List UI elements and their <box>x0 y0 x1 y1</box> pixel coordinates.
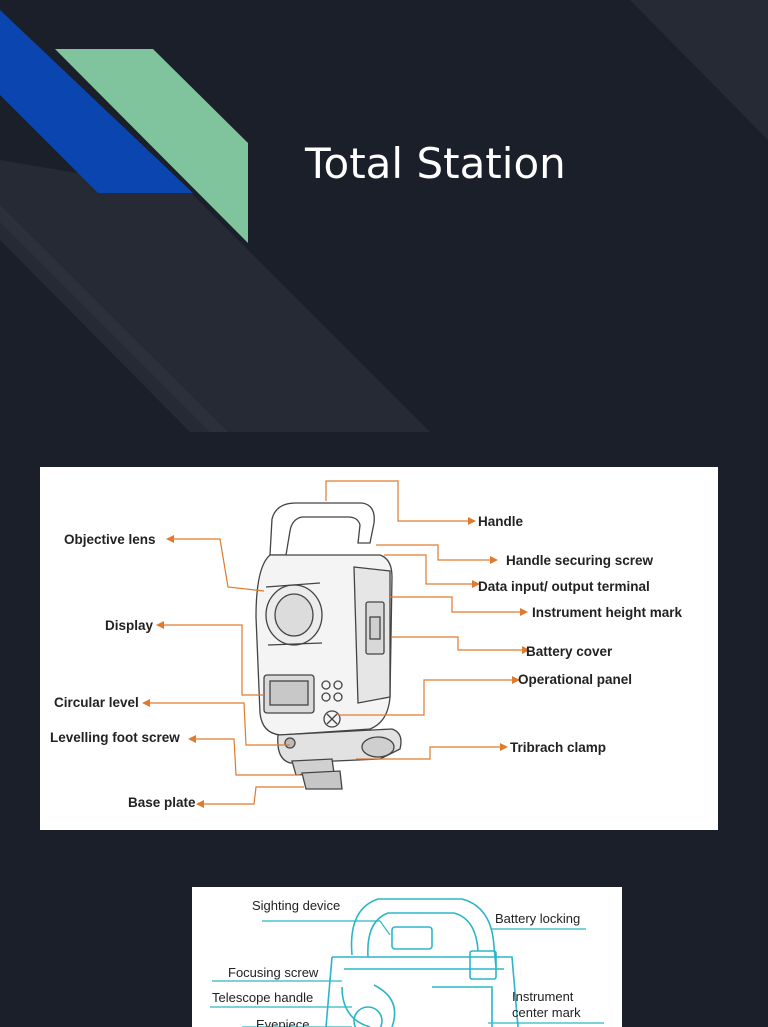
total-station-drawing <box>142 480 530 808</box>
label-instrument-height-mark: Instrument height mark <box>532 605 683 620</box>
total-station-outline-diagram: Sighting device Battery locking Focusing… <box>192 887 622 1027</box>
label-tribrach-clamp: Tribrach clamp <box>510 740 607 755</box>
label-focusing-screw: Focusing screw <box>228 965 319 980</box>
handle-arch <box>350 898 497 968</box>
sighting-window <box>391 926 433 950</box>
label-handle-securing-screw: Handle securing screw <box>506 553 654 568</box>
outline-drawing <box>210 898 604 1027</box>
handle-outline <box>269 502 375 556</box>
leader-lines <box>150 480 522 805</box>
label-levelling-foot-screw: Levelling foot screw <box>50 730 180 745</box>
label-display: Display <box>105 618 154 633</box>
base-plate <box>301 770 343 790</box>
slide-title: Total Station <box>305 139 566 188</box>
label-circular-level: Circular level <box>54 695 139 710</box>
label-battery-cover: Battery cover <box>526 644 613 659</box>
blue-accent-shape <box>0 10 193 193</box>
navigation-key <box>323 710 341 728</box>
body-outline <box>325 956 519 1027</box>
label-battery-locking: Battery locking <box>495 911 581 926</box>
bg-shade-strip <box>0 205 228 432</box>
label-instrument-line1: Instrument <box>512 989 574 1004</box>
battery-lock <box>469 950 497 980</box>
instrument-sketch <box>255 502 402 790</box>
tribrach-clamp-knob <box>361 736 395 758</box>
total-station-diagram: Handle Objective lens Handle securing sc… <box>40 467 718 830</box>
label-operational-panel: Operational panel <box>518 672 633 687</box>
cyan-leader-lines <box>210 920 604 1027</box>
label-base-plate: Base plate <box>128 795 196 810</box>
label-eyepiece: Eyepiece <box>256 1017 310 1027</box>
green-accent-shape <box>55 49 248 243</box>
bg-shade-band <box>0 160 430 432</box>
cyan-outline <box>325 898 519 1027</box>
label-sighting-device: Sighting device <box>252 898 341 913</box>
label-telescope-handle: Telescope handle <box>212 990 314 1005</box>
label-data-terminal: Data input/ output terminal <box>478 579 650 594</box>
label-handle: Handle <box>478 514 524 529</box>
label-objective-lens: Objective lens <box>64 532 156 547</box>
bg-shade-corner <box>630 0 768 140</box>
telescope-tube <box>341 984 396 1027</box>
label-center-mark-line2: center mark <box>512 1005 581 1020</box>
leader-arrowheads <box>142 517 530 808</box>
